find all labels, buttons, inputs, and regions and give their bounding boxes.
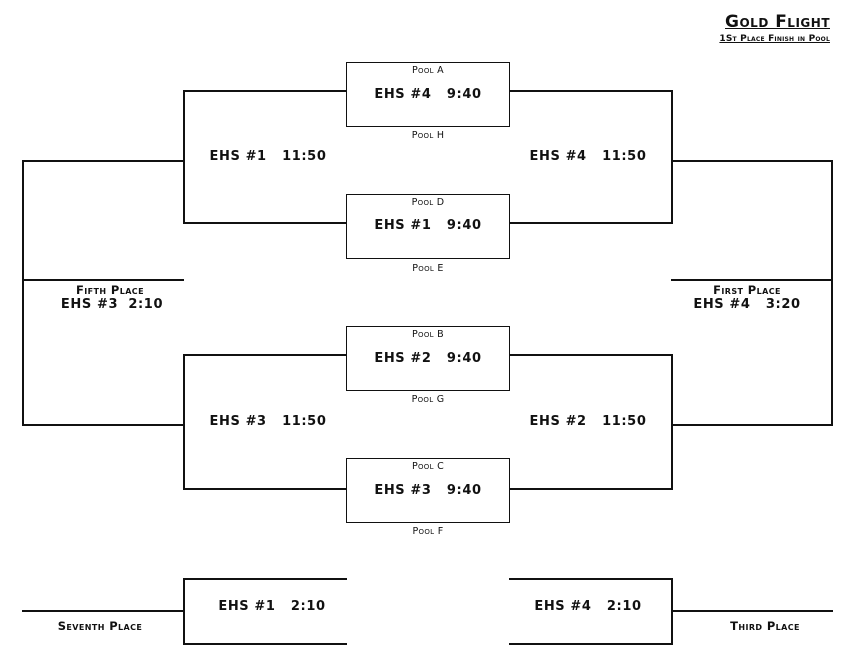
first-place-label: First Place bbox=[713, 283, 781, 297]
team-label: EHS #1 bbox=[209, 149, 267, 164]
bracket-line bbox=[22, 279, 184, 281]
bracket-line bbox=[671, 279, 833, 281]
quarterfinal-game-2: EHS #1 9:40 bbox=[374, 218, 481, 233]
quarterfinal-game-1: EHS #4 9:40 bbox=[374, 87, 481, 102]
seventh-place-game: EHS #1 2:10 bbox=[218, 599, 325, 614]
game-time: 9:40 bbox=[446, 483, 482, 498]
game-time: 9:40 bbox=[446, 218, 482, 233]
semifinal-winners-bottom: EHS #2 11:50 bbox=[530, 414, 647, 429]
pool-label: Pool H bbox=[411, 130, 445, 141]
bracket-line bbox=[183, 354, 347, 356]
team-label: EHS #4 bbox=[374, 87, 432, 102]
fifth-place-game: EHS #3 2:10 bbox=[61, 297, 163, 312]
first-place-game: EHS #4 3:20 bbox=[693, 297, 800, 312]
game-time: 2:10 bbox=[606, 599, 642, 614]
bracket-line bbox=[183, 488, 347, 490]
game-time: 11:50 bbox=[602, 149, 647, 164]
pool-label: Pool G bbox=[411, 394, 445, 405]
game-time: 3:20 bbox=[765, 297, 801, 312]
team-label: EHS #3 bbox=[60, 297, 119, 312]
quarterfinal-game-3: EHS #2 9:40 bbox=[374, 351, 481, 366]
bracket-line bbox=[509, 222, 672, 224]
team-label: EHS #1 bbox=[218, 599, 276, 614]
game-time: 2:10 bbox=[128, 297, 164, 312]
bracket-line bbox=[509, 90, 672, 92]
bracket-line bbox=[183, 90, 347, 92]
team-label: EHS #3 bbox=[374, 483, 432, 498]
semifinal-winners-top: EHS #4 11:50 bbox=[530, 149, 647, 164]
bracket-line bbox=[183, 643, 347, 645]
semifinal-consolation-bottom: EHS #3 11:50 bbox=[210, 414, 327, 429]
pool-label: Pool C bbox=[411, 461, 445, 472]
bracket-line bbox=[183, 222, 347, 224]
pool-label: Pool A bbox=[412, 65, 444, 76]
bracket-line bbox=[22, 160, 24, 426]
pool-label: Pool F bbox=[412, 526, 444, 537]
team-label: EHS #4 bbox=[693, 297, 751, 312]
bracket-line bbox=[22, 610, 184, 612]
bracket-line bbox=[183, 354, 185, 490]
bracket-line bbox=[831, 160, 833, 426]
semifinal-consolation-top: EHS #1 11:50 bbox=[210, 149, 327, 164]
pool-label: Pool D bbox=[411, 197, 445, 208]
title-block: Gold Flight 1St Place Finish in Pool bbox=[719, 12, 830, 44]
third-place-game: EHS #4 2:10 bbox=[534, 599, 641, 614]
bracket-line bbox=[509, 354, 672, 356]
bracket-line bbox=[183, 578, 347, 580]
bracket-line bbox=[671, 424, 833, 426]
game-time: 2:10 bbox=[290, 599, 326, 614]
pool-label: Pool B bbox=[412, 329, 444, 340]
pool-label: Pool E bbox=[412, 263, 444, 274]
bracket-line bbox=[509, 578, 672, 580]
bracket-line bbox=[22, 160, 184, 162]
third-place-label: Third Place bbox=[730, 619, 800, 633]
game-time: 9:40 bbox=[446, 351, 482, 366]
quarterfinal-box-2 bbox=[346, 194, 510, 259]
quarterfinal-box-1 bbox=[346, 62, 510, 127]
game-time: 11:50 bbox=[602, 414, 647, 429]
quarterfinal-box-4 bbox=[346, 458, 510, 523]
seventh-place-label: Seventh Place bbox=[57, 619, 143, 633]
bracket-line bbox=[509, 643, 672, 645]
bracket-line bbox=[671, 354, 673, 490]
game-time: 11:50 bbox=[282, 414, 327, 429]
fifth-place-label: Fifth Place bbox=[76, 283, 144, 297]
bracket-line bbox=[671, 160, 833, 162]
team-label: EHS #4 bbox=[529, 149, 587, 164]
game-time: 11:50 bbox=[282, 149, 327, 164]
team-label: EHS #4 bbox=[534, 599, 592, 614]
team-label: EHS #2 bbox=[529, 414, 587, 429]
bracket-line bbox=[671, 610, 833, 612]
team-label: EHS #3 bbox=[209, 414, 267, 429]
game-time: 9:40 bbox=[446, 87, 482, 102]
flight-title: Gold Flight bbox=[725, 12, 830, 32]
bracket-line bbox=[183, 90, 185, 224]
quarterfinal-box-3 bbox=[346, 326, 510, 391]
bracket-line bbox=[671, 90, 673, 224]
bracket-line bbox=[22, 424, 184, 426]
flight-subtitle: 1St Place Finish in Pool bbox=[719, 34, 830, 44]
team-label: EHS #2 bbox=[374, 351, 432, 366]
quarterfinal-game-4: EHS #3 9:40 bbox=[374, 483, 481, 498]
bracket-line bbox=[509, 488, 672, 490]
team-label: EHS #1 bbox=[374, 218, 432, 233]
